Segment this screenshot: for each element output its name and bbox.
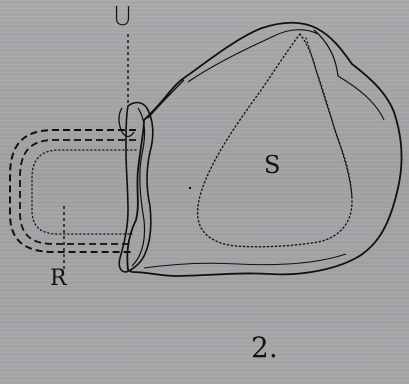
figure-caption: 2. bbox=[251, 334, 278, 362]
dotted-sac-inner-line bbox=[306, 38, 352, 198]
dashed-loop-middle bbox=[20, 140, 136, 244]
stomach-outline bbox=[127, 23, 401, 276]
dotted-loop-inner bbox=[32, 150, 136, 234]
small-dot-mark bbox=[189, 187, 191, 189]
label-s: S bbox=[264, 153, 280, 177]
lower-fold-line bbox=[144, 254, 346, 268]
dotted-sac-outline bbox=[198, 34, 352, 247]
right-fold-line-2 bbox=[338, 76, 384, 120]
label-u: U bbox=[113, 4, 132, 30]
upper-fold-line-2 bbox=[188, 30, 318, 82]
upper-fold-line bbox=[148, 80, 184, 118]
label-r: R bbox=[50, 268, 67, 290]
right-fold-line bbox=[314, 30, 338, 76]
left-body-outline bbox=[119, 103, 153, 272]
